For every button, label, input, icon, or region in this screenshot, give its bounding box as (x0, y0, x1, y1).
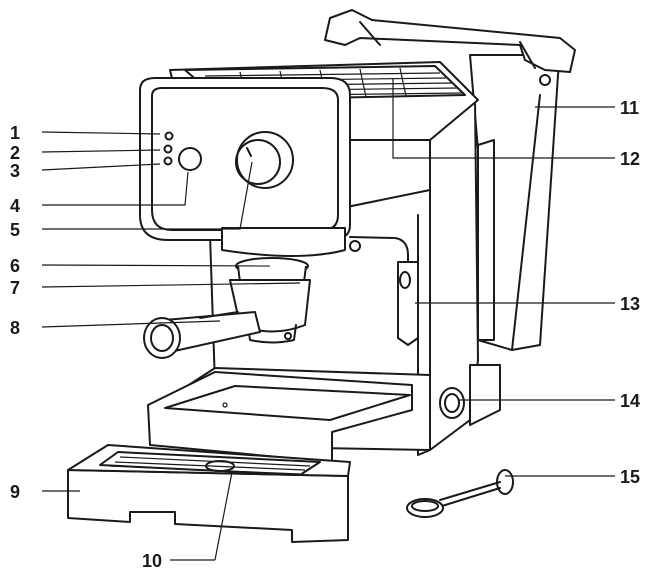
callout-14: 14 (620, 391, 640, 411)
callout-5: 5 (10, 220, 20, 240)
callout-13: 13 (620, 294, 640, 314)
callout-15: 15 (620, 467, 640, 487)
leader-line-2 (41, 149, 161, 153)
callout-7: 7 (10, 278, 20, 298)
leader-line-8 (41, 320, 221, 328)
machine-housing (139, 61, 479, 456)
leader-line-3 (41, 163, 161, 171)
indicator-light-3 (163, 156, 173, 166)
indicator-light-1 (164, 131, 174, 141)
callout-12: 12 (620, 149, 640, 169)
brewing-head (221, 227, 346, 257)
leader-lines (41, 78, 615, 561)
callout-labels: 1 2 3 4 5 6 7 8 9 10 11 12 13 14 15 (10, 98, 640, 571)
drip-tray (67, 444, 351, 543)
measuring-spoon-tamper (406, 469, 514, 518)
callout-3: 3 (10, 161, 20, 181)
selector-knob (235, 131, 294, 189)
callout-10: 10 (142, 551, 162, 571)
water-tank-lid (324, 9, 576, 86)
callout-6: 6 (10, 256, 20, 276)
callout-1: 1 (10, 123, 20, 143)
leader-line-6 (41, 264, 271, 267)
leader-line-10b (214, 471, 233, 561)
leader-line-5 (42, 161, 253, 230)
callout-4: 4 (10, 196, 20, 216)
callout-8: 8 (10, 318, 20, 338)
leader-line-12 (392, 78, 615, 159)
water-tank (469, 54, 561, 351)
drip-tray-grille (99, 451, 321, 476)
leader-line-1 (41, 131, 161, 135)
callout-11: 11 (620, 98, 639, 118)
leader-line-7 (41, 282, 301, 288)
indicator-light-2 (163, 144, 173, 154)
callout-9: 9 (10, 482, 20, 502)
machine-base (147, 367, 431, 463)
callout-2: 2 (10, 143, 20, 163)
leader-line-4 (42, 171, 189, 206)
steam-wand (349, 236, 419, 346)
power-button (178, 147, 202, 171)
steam-knob (439, 364, 501, 426)
